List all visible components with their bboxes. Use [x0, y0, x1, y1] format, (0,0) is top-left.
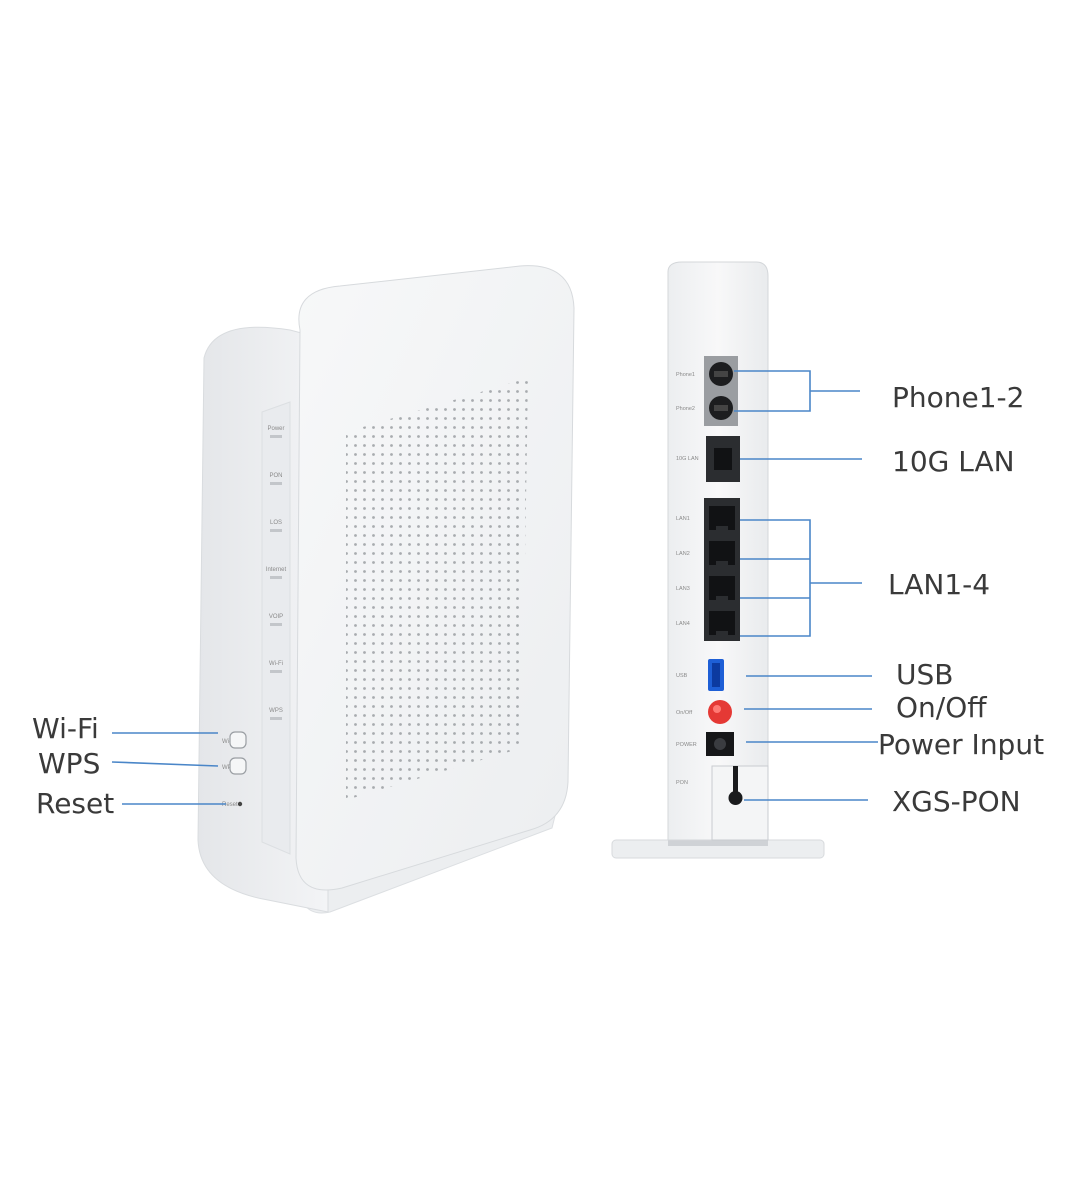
button-label-wps: WPS [222, 765, 236, 771]
led-indicator-wi-fi [270, 670, 282, 673]
port-label-10g-lan: 10G LAN [676, 456, 699, 462]
led-label-internet: Internet [266, 567, 287, 573]
callout-10g-lan: 10G LAN [892, 445, 1015, 478]
port-label-phone1: Phone1 [676, 372, 695, 378]
callout-reset: Reset [36, 787, 115, 820]
wi-fi-button[interactable] [229, 731, 247, 749]
led-label-pon: PON [269, 473, 282, 479]
callout-lan: LAN1-4 [888, 568, 991, 601]
port-label-lan3: LAN3 [676, 586, 690, 592]
wps-button[interactable] [229, 757, 247, 775]
callout-wps: WPS [38, 747, 101, 780]
leader-wps [111, 761, 219, 767]
callout-onoff: On/Off [896, 691, 987, 724]
on-off-button[interactable] [708, 700, 732, 724]
port-label-power: POWER [676, 742, 697, 748]
callout-xgs-pon: XGS-PON [892, 785, 1021, 818]
led-indicator-wps [270, 717, 282, 720]
port-label-phone2: Phone2 [676, 406, 695, 412]
port-label-lan2: LAN2 [676, 551, 690, 557]
xgs-pon-port[interactable] [733, 766, 738, 796]
reset-pinhole[interactable] [237, 801, 243, 807]
leader-lan [740, 519, 811, 637]
port-label-lan1: LAN1 [676, 516, 690, 522]
led-indicator-pon [270, 482, 282, 485]
reset-label: Reset [222, 802, 238, 808]
leader-lines [111, 370, 878, 805]
led-label-los: LOS [270, 520, 282, 526]
led-label-wi-fi: Wi-Fi [269, 661, 283, 667]
port-label-usb: USB [676, 673, 688, 679]
led-label-voip: VOIP [269, 614, 283, 620]
led-strip [261, 401, 291, 855]
button-label-wi-fi: Wi-Fi [222, 739, 236, 745]
led-indicator-internet [270, 576, 282, 579]
port-label-lan4: LAN4 [676, 621, 690, 627]
port-label-pon: PON [676, 780, 688, 786]
led-indicator-voip [270, 623, 282, 626]
callout-usb: USB [896, 658, 954, 691]
callout-phone: Phone1-2 [892, 381, 1025, 414]
callout-power-input: Power Input [878, 728, 1045, 761]
led-indicator-power [270, 435, 282, 438]
callout-wifi: Wi-Fi [32, 712, 99, 745]
led-indicator-los [270, 529, 282, 532]
led-label-wps: WPS [269, 708, 283, 714]
led-label-power: Power [267, 426, 284, 432]
port-label-on-off: On/Off [676, 710, 693, 716]
vent-grille [346, 378, 528, 800]
